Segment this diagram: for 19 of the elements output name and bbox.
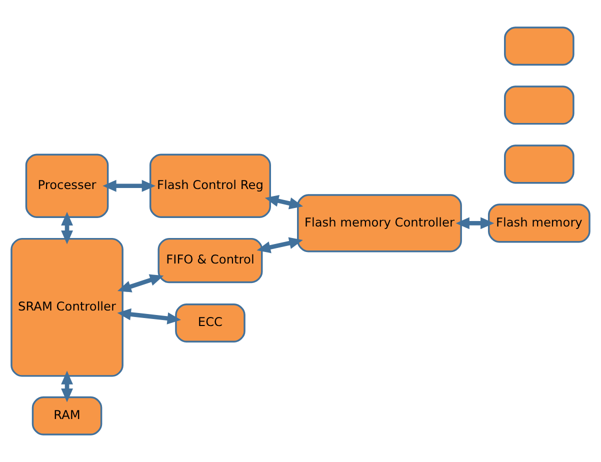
node-box: FIFO & Control <box>158 238 263 284</box>
arrow <box>456 217 494 230</box>
node-box <box>504 26 574 66</box>
node-box: SRAM Controller <box>10 238 124 377</box>
node-box: Processer <box>25 154 109 218</box>
node-box: ECC <box>175 303 246 343</box>
arrow <box>61 370 73 402</box>
node-box <box>504 144 574 184</box>
arrow <box>264 194 304 210</box>
arrow <box>102 180 156 192</box>
node-box: Flash memory <box>488 204 590 243</box>
arrow <box>256 237 303 254</box>
arrow <box>61 212 73 244</box>
arrow <box>117 274 164 292</box>
arrow <box>117 308 182 324</box>
node-box: Flash memory Controller <box>297 194 462 252</box>
node-box <box>504 86 574 125</box>
node-box: Flash Control Reg <box>149 154 271 218</box>
node-box: RAM <box>32 396 102 436</box>
